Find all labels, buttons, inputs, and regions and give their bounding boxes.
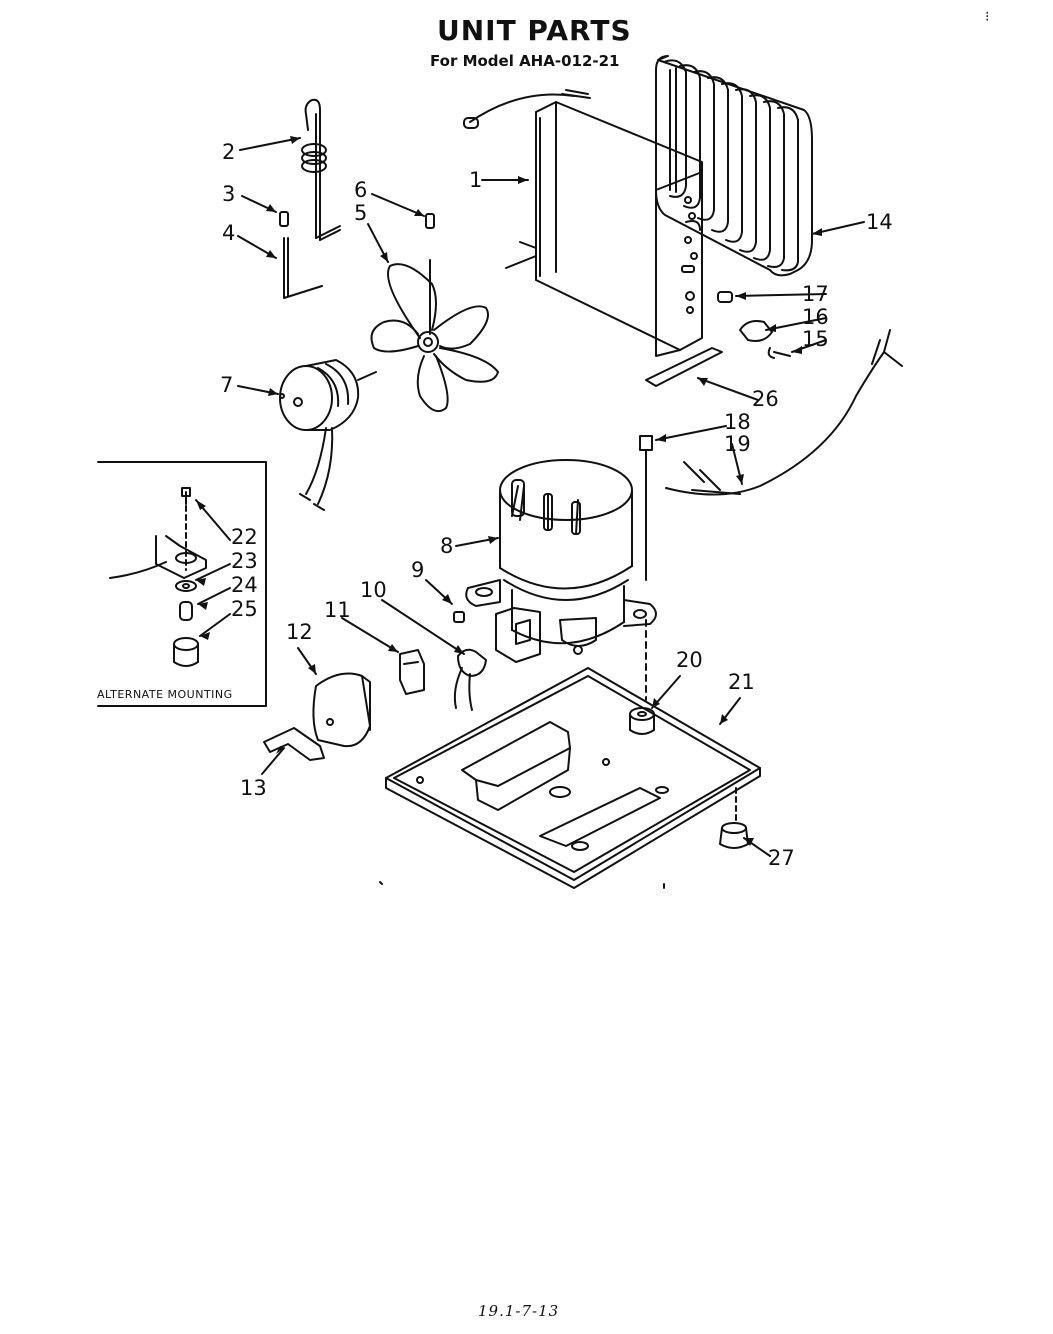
callout-27: 27 xyxy=(768,846,795,870)
diagram-title: UNIT PARTS xyxy=(437,14,632,47)
wiring-harness xyxy=(666,330,902,495)
callout-25: 25 xyxy=(231,597,258,621)
callout-20: 20 xyxy=(676,648,703,672)
corner-mark: ⁝ xyxy=(985,8,990,24)
rubber-foot xyxy=(720,823,748,848)
callout-8: 8 xyxy=(440,534,454,558)
callout-16: 16 xyxy=(802,305,829,329)
callout-2: 2 xyxy=(222,140,236,164)
leader-arrowheads xyxy=(196,136,822,846)
leader-lines xyxy=(196,138,864,856)
base-pan xyxy=(380,668,760,888)
fan-motor xyxy=(280,360,376,510)
callout-26: 26 xyxy=(752,387,779,411)
capillary-tube xyxy=(302,100,340,240)
callout-1: 1 xyxy=(469,168,483,192)
callout-17: 17 xyxy=(802,282,829,306)
callout-22: 22 xyxy=(231,525,258,549)
callout-15: 15 xyxy=(802,327,829,351)
callout-10: 10 xyxy=(360,578,387,602)
callout-14: 14 xyxy=(866,210,893,234)
callout-18: 18 xyxy=(724,410,751,434)
callout-3: 3 xyxy=(222,182,236,206)
alternate-mounting-inset xyxy=(98,462,266,706)
footer-code: 19.1-7-13 xyxy=(478,1302,560,1320)
callout-23: 23 xyxy=(231,549,258,573)
callout-12: 12 xyxy=(286,620,313,644)
callout-7: 7 xyxy=(220,373,234,397)
foam-strip xyxy=(646,348,722,386)
callout-21: 21 xyxy=(728,670,755,694)
shroud-frame xyxy=(464,90,702,356)
callout-9: 9 xyxy=(411,558,425,582)
callout-5: 5 xyxy=(354,201,368,225)
callout-19: 19 xyxy=(724,432,751,456)
inset-label: ALTERNATE MOUNTING xyxy=(97,688,233,701)
fan-blade xyxy=(372,214,498,411)
compressor xyxy=(466,460,656,662)
hold-down-bolt xyxy=(640,436,652,700)
thermostat-clip-parts xyxy=(718,292,790,358)
callout-6: 6 xyxy=(354,178,368,202)
electrical-components xyxy=(264,612,486,760)
callout-4: 4 xyxy=(222,221,236,245)
callout-13: 13 xyxy=(240,776,267,800)
callout-24: 24 xyxy=(231,573,258,597)
evaporator-coil xyxy=(656,56,812,275)
model-subtitle: For Model AHA-012-21 xyxy=(430,52,620,70)
callout-11: 11 xyxy=(324,598,351,622)
tube-fittings xyxy=(280,212,322,298)
